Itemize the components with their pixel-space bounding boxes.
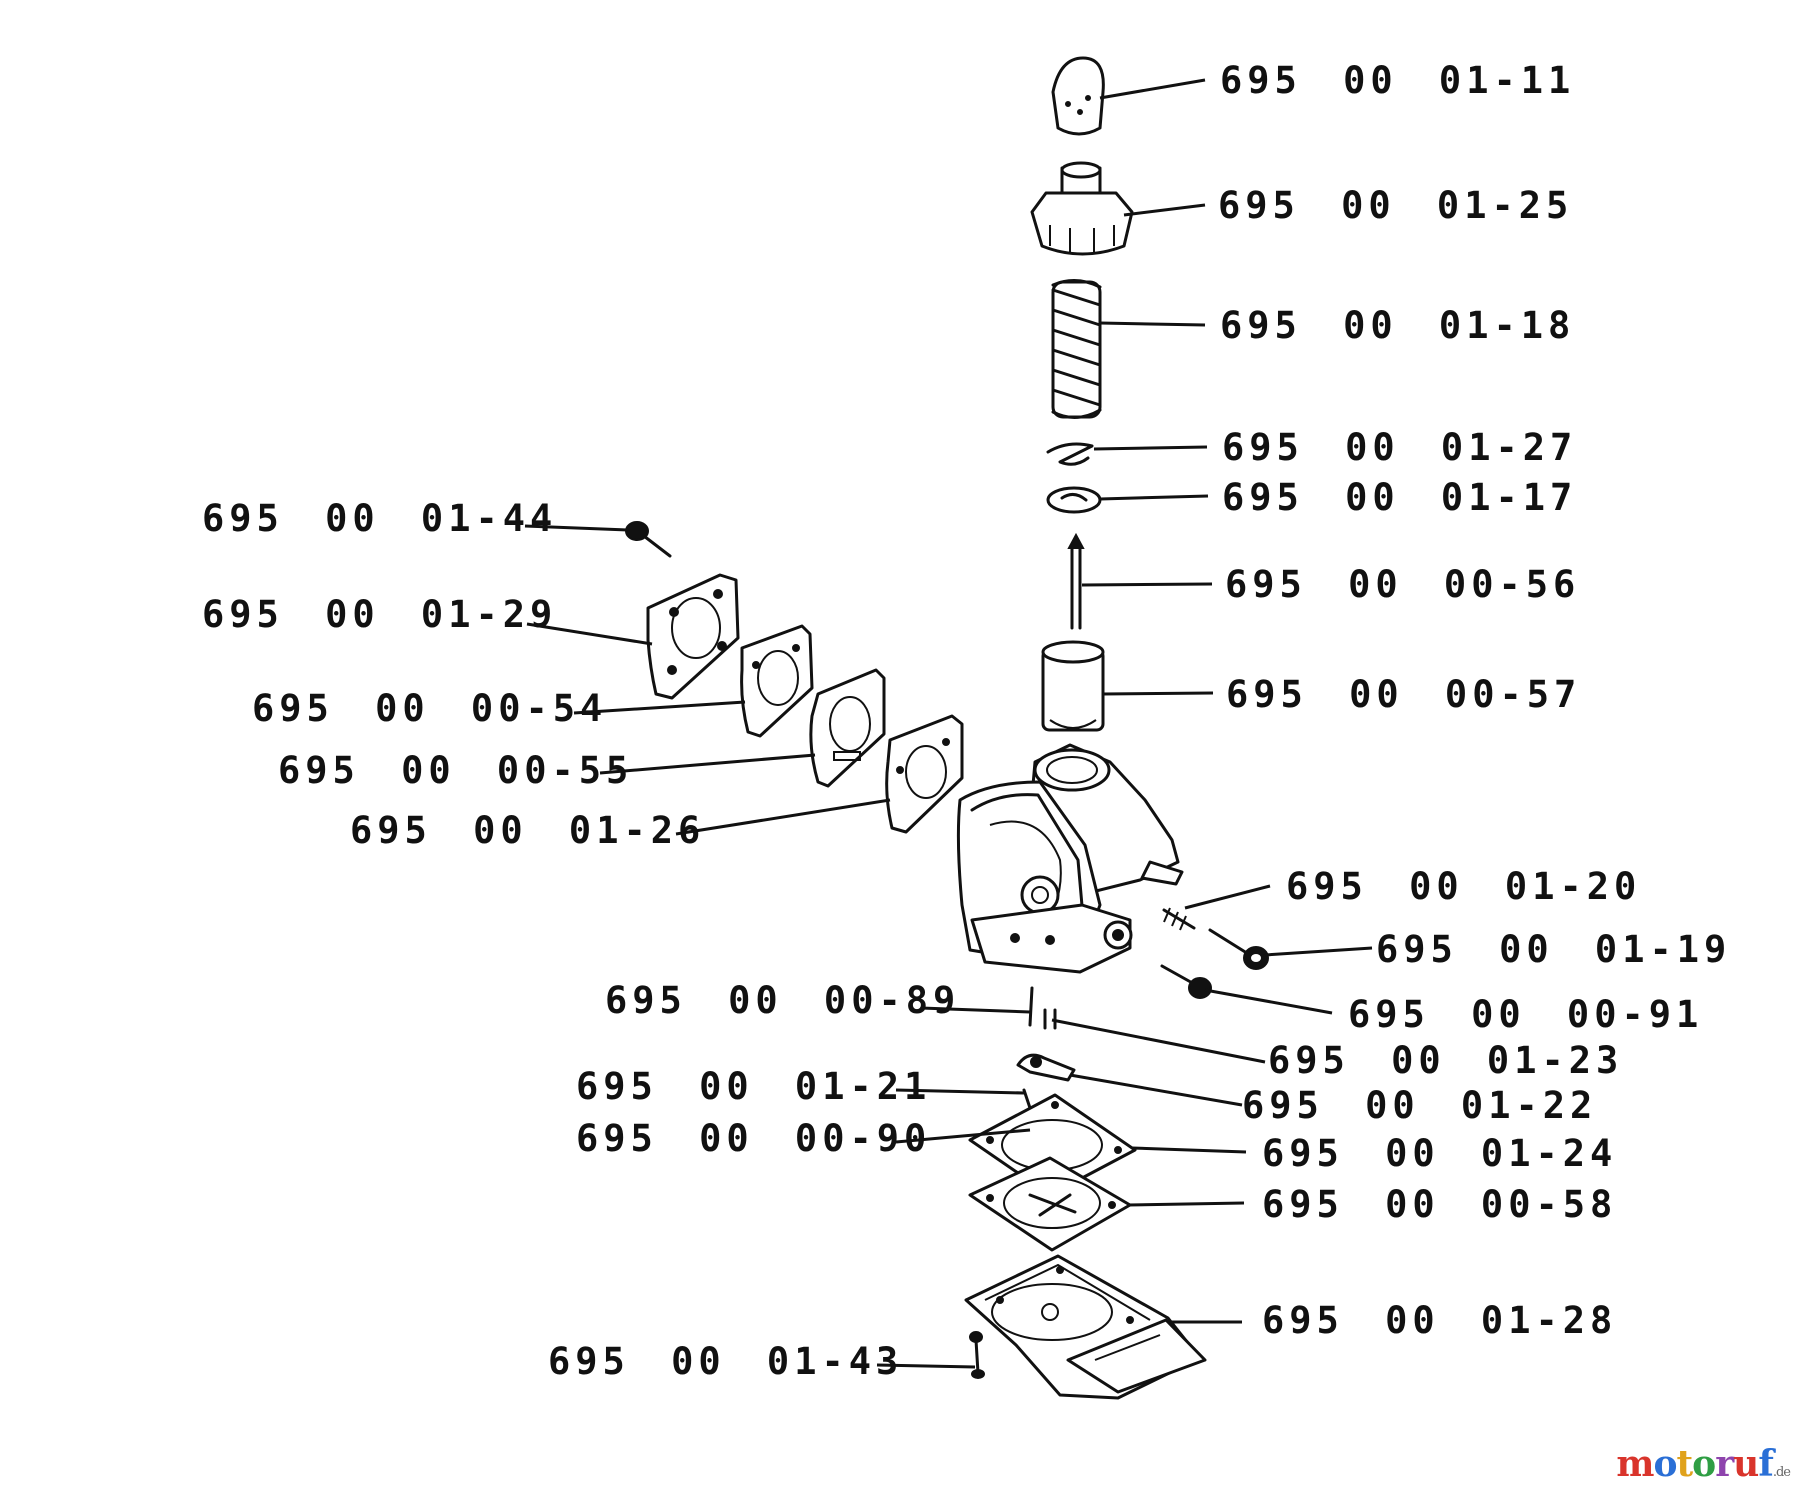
part-label-01-29[interactable]: 695 00 01-29 bbox=[202, 593, 558, 636]
part-needle-00-56[interactable] bbox=[1067, 532, 1085, 630]
part-cap-01-11[interactable] bbox=[1051, 56, 1105, 136]
watermark-letter: r bbox=[1715, 1443, 1734, 1485]
leader-lines bbox=[524, 78, 1373, 1369]
part-label-01-19[interactable]: 695 00 01-19 bbox=[1376, 928, 1732, 971]
part-label-01-20[interactable]: 695 00 01-20 bbox=[1286, 865, 1642, 908]
part-screw-00-91[interactable] bbox=[1160, 964, 1212, 999]
part-pin-00-89[interactable] bbox=[1028, 986, 1034, 1027]
part-label-00-89[interactable]: 695 00 00-89 bbox=[605, 979, 961, 1022]
part-spring-01-23[interactable] bbox=[1043, 1008, 1057, 1030]
part-spring-01-20[interactable] bbox=[1162, 907, 1196, 931]
watermark-letter: o bbox=[1653, 1443, 1678, 1485]
watermark-letter: t bbox=[1676, 1443, 1694, 1485]
part-label-01-27[interactable]: 695 00 01-27 bbox=[1222, 426, 1578, 469]
watermark-letter: f bbox=[1758, 1443, 1773, 1485]
part-screw-01-19[interactable] bbox=[1208, 928, 1269, 970]
part-cover-plate-01-29[interactable] bbox=[646, 573, 740, 700]
part-label-00-54[interactable]: 695 00 00-54 bbox=[252, 687, 608, 730]
watermark-suffix: .de bbox=[1772, 1465, 1791, 1480]
part-lever-01-22[interactable] bbox=[1016, 1053, 1076, 1082]
part-label-01-43[interactable]: 695 00 01-43 bbox=[548, 1340, 904, 1383]
part-label-01-23[interactable]: 695 00 01-23 bbox=[1268, 1039, 1624, 1082]
part-label-01-21[interactable]: 695 00 01-21 bbox=[576, 1065, 932, 1108]
part-carburetor-body[interactable] bbox=[956, 743, 1184, 974]
part-screw-01-44[interactable] bbox=[625, 521, 672, 558]
watermark-letter: o bbox=[1692, 1443, 1716, 1485]
part-ring-01-17[interactable] bbox=[1046, 486, 1102, 514]
watermark-letter: m bbox=[1616, 1443, 1654, 1485]
part-label-00-91[interactable]: 695 00 00-91 bbox=[1348, 993, 1704, 1036]
part-clip-01-27[interactable] bbox=[1046, 442, 1094, 466]
part-cover-01-28[interactable] bbox=[964, 1254, 1207, 1400]
part-label-01-22[interactable]: 695 00 01-22 bbox=[1242, 1084, 1598, 1127]
part-label-00-57[interactable]: 695 00 00-57 bbox=[1226, 673, 1582, 716]
part-label-00-90[interactable]: 695 00 00-90 bbox=[576, 1117, 932, 1160]
part-label-00-55[interactable]: 695 00 00-55 bbox=[278, 749, 634, 792]
watermark-letter: u bbox=[1733, 1443, 1759, 1485]
part-label-01-18[interactable]: 695 00 01-18 bbox=[1220, 304, 1576, 347]
part-label-01-26[interactable]: 695 00 01-26 bbox=[350, 809, 706, 852]
part-label-01-44[interactable]: 695 00 01-44 bbox=[202, 497, 558, 540]
part-gasket-00-54[interactable] bbox=[740, 624, 814, 738]
part-diaphragm-00-55[interactable] bbox=[809, 668, 886, 788]
watermark-logo: motoruf.de bbox=[1616, 1443, 1791, 1485]
part-sleeve-00-57[interactable] bbox=[1041, 640, 1105, 732]
part-label-01-28[interactable]: 695 00 01-28 bbox=[1262, 1299, 1618, 1342]
part-label-00-56[interactable]: 695 00 00-56 bbox=[1225, 563, 1581, 606]
part-gasket-01-26[interactable] bbox=[885, 714, 964, 834]
part-gasket-00-58[interactable] bbox=[968, 1156, 1132, 1252]
part-label-01-24[interactable]: 695 00 01-24 bbox=[1262, 1132, 1618, 1175]
part-screw-01-43[interactable] bbox=[969, 1331, 985, 1379]
part-label-01-11[interactable]: 695 00 01-11 bbox=[1220, 59, 1576, 102]
part-adjuster-nut-01-25[interactable] bbox=[1030, 161, 1134, 256]
part-label-00-58[interactable]: 695 00 00-58 bbox=[1262, 1183, 1618, 1226]
part-label-01-25[interactable]: 695 00 01-25 bbox=[1218, 184, 1574, 227]
watermark-letters: motoruf bbox=[1616, 1443, 1773, 1485]
part-spring-01-18[interactable] bbox=[1051, 279, 1102, 419]
part-label-01-17[interactable]: 695 00 01-17 bbox=[1222, 476, 1578, 519]
